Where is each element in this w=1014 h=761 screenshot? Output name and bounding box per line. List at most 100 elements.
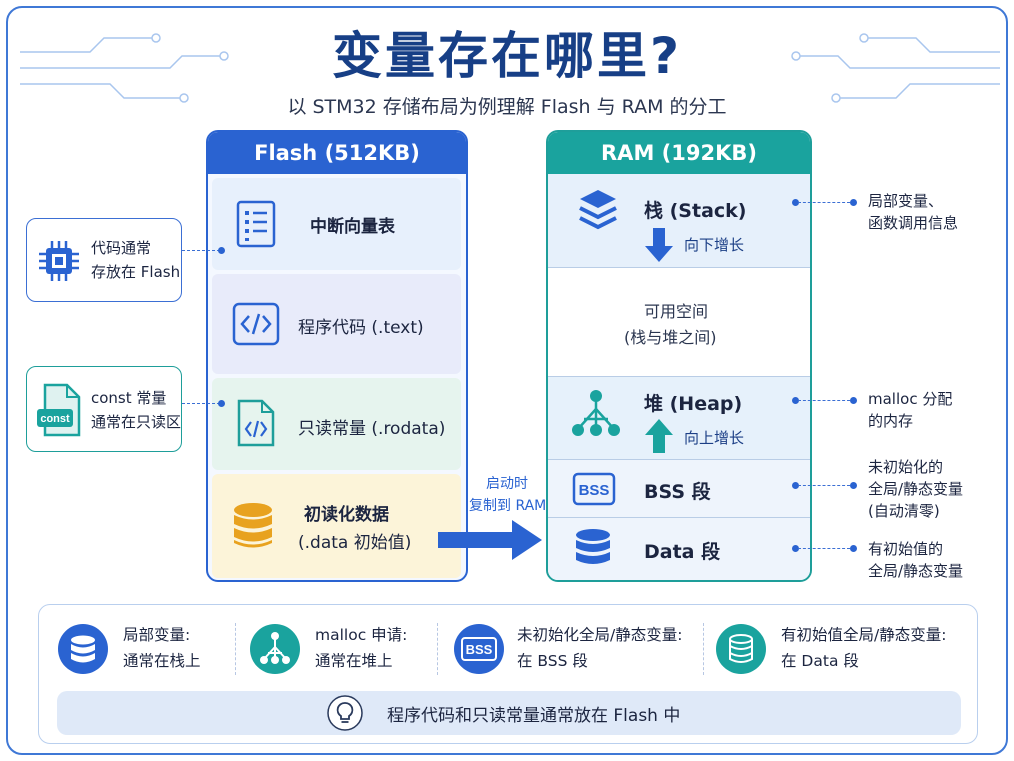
summary-line2: 在 BSS 段 bbox=[517, 652, 588, 670]
code-icon bbox=[232, 302, 280, 346]
connector-dot bbox=[792, 545, 799, 552]
ram-data-region: Data 段 bbox=[548, 518, 810, 580]
summary-line1: 有初始值全局/静态变量: bbox=[781, 626, 947, 644]
summary-divider bbox=[235, 623, 236, 675]
bss-badge: BSS bbox=[466, 642, 493, 657]
summary-item-data: 有初始值全局/静态变量: 在 Data 段 bbox=[715, 619, 975, 679]
layers-icon bbox=[579, 190, 617, 230]
connector-line bbox=[798, 202, 850, 203]
summary-line2: 在 Data 段 bbox=[781, 652, 859, 670]
summary-divider bbox=[703, 623, 704, 675]
connector-dot bbox=[218, 400, 225, 407]
connector-dot bbox=[792, 397, 799, 404]
note-const-readonly: const const 常量 通常在只读区 bbox=[26, 366, 182, 452]
flash-block-text: 程序代码 (.text) bbox=[212, 274, 461, 374]
copy-arrow-line1: 启动时 bbox=[486, 476, 528, 492]
heap-circle-icon bbox=[250, 624, 300, 674]
circuit-decoration-left bbox=[20, 33, 229, 103]
annotation-line: 函数调用信息 bbox=[868, 214, 959, 232]
stack-circle-icon bbox=[58, 624, 108, 674]
heap-label: 堆 (Heap) bbox=[644, 393, 743, 415]
connector-dot bbox=[850, 397, 857, 404]
connector-line bbox=[798, 548, 850, 549]
flash-block-label-line1: 初读化数据 bbox=[304, 505, 389, 525]
annotation-line: 全局/静态变量 bbox=[868, 562, 964, 580]
free-space-line2: (栈与堆之间) bbox=[624, 328, 717, 347]
arrow-up-icon bbox=[645, 419, 673, 453]
annotation-stack: 局部变量、 函数调用信息 bbox=[868, 190, 958, 234]
note-code-in-flash: 代码通常 存放在 Flash bbox=[26, 218, 182, 302]
summary-divider bbox=[437, 623, 438, 675]
heap-growth-label: 向上增长 bbox=[684, 429, 745, 447]
flash-block-label: 程序代码 (.text) bbox=[298, 318, 424, 338]
flash-column: Flash (512KB) 中断向量表 程序代码 (.text) 只读常量 (.… bbox=[206, 130, 468, 582]
annotation-line: malloc 分配 bbox=[868, 390, 953, 408]
annotation-line: 局部变量、 bbox=[868, 192, 944, 210]
annotation-data: 有初始值的 全局/静态变量 bbox=[868, 538, 963, 582]
code-file-icon bbox=[237, 399, 275, 447]
note-line1: 代码通常 bbox=[91, 239, 152, 257]
ram-free-space: 可用空间 (栈与堆之间) bbox=[548, 268, 810, 376]
tip-bar: 程序代码和只读常量通常放在 Flash 中 bbox=[57, 691, 961, 735]
annotation-line: (自动清零) bbox=[868, 502, 940, 520]
summary-item-stack: 局部变量: 通常在栈上 bbox=[57, 619, 247, 679]
summary-item-bss: BSS 未初始化全局/静态变量: 在 BSS 段 bbox=[453, 619, 713, 679]
connector-dot bbox=[850, 482, 857, 489]
summary-line1: 局部变量: bbox=[123, 626, 191, 644]
bss-label: BSS 段 bbox=[644, 481, 711, 503]
bss-circle-icon: BSS bbox=[454, 624, 504, 674]
database-icon bbox=[234, 503, 272, 548]
note-line2: 通常在只读区 bbox=[91, 413, 182, 431]
connector-line bbox=[182, 250, 220, 251]
summary-panel: 局部变量: 通常在栈上 malloc 申请: 通常在堆上 BSS 未初始化全局/… bbox=[38, 604, 978, 744]
ram-stack-region: 栈 (Stack) 向下增长 bbox=[548, 174, 810, 268]
summary-line2: 通常在堆上 bbox=[315, 652, 393, 670]
flash-block-rodata: 只读常量 (.rodata) bbox=[212, 378, 461, 470]
copy-arrow-icon bbox=[438, 520, 542, 560]
connector-line bbox=[798, 400, 850, 401]
annotation-line: 未初始化的 bbox=[868, 458, 944, 476]
chip-icon bbox=[39, 241, 79, 281]
svg-text:BSS: BSS bbox=[579, 482, 610, 499]
annotation-line: 的内存 bbox=[868, 412, 914, 430]
connector-dot bbox=[850, 199, 857, 206]
circuit-decoration-right bbox=[791, 33, 1000, 103]
connector-dot bbox=[792, 199, 799, 206]
connector-dot bbox=[218, 247, 225, 254]
database-icon bbox=[576, 529, 610, 564]
connector-line bbox=[182, 403, 220, 404]
connector-line bbox=[798, 485, 850, 486]
annotation-line: 有初始值的 bbox=[868, 540, 944, 558]
note-line2: 存放在 Flash bbox=[91, 263, 181, 281]
summary-line1: 未初始化全局/静态变量: bbox=[517, 626, 683, 644]
flash-block-vector-table: 中断向量表 bbox=[212, 178, 461, 270]
tree-network-icon bbox=[572, 390, 620, 436]
const-file-icon: const bbox=[37, 383, 81, 437]
ram-heap-region: 堆 (Heap) 向上增长 bbox=[548, 376, 810, 460]
lightbulb-icon bbox=[327, 695, 363, 731]
free-space-line1: 可用空间 bbox=[644, 302, 709, 321]
page-title: 变量存在哪里? bbox=[331, 27, 682, 85]
ram-column: RAM (192KB) 栈 (Stack) 向下增长 可用空间 (栈与堆之间) … bbox=[546, 130, 812, 582]
ram-bss-region: BSS BSS 段 bbox=[548, 460, 810, 518]
stack-growth-label: 向下增长 bbox=[684, 236, 745, 254]
connector-dot bbox=[792, 482, 799, 489]
flash-block-label: 中断向量表 bbox=[310, 217, 395, 237]
data-segment-label: Data 段 bbox=[644, 541, 721, 563]
list-document-icon bbox=[236, 200, 276, 248]
flash-block-data-init: 初读化数据 (.data 初始值) bbox=[212, 474, 461, 578]
const-badge: const bbox=[40, 413, 70, 425]
bss-icon: BSS bbox=[572, 472, 616, 506]
page-subtitle: 以 STM32 存储布局为例理解 Flash 与 RAM 的分工 bbox=[287, 96, 727, 118]
flash-header: Flash (512KB) bbox=[208, 132, 466, 174]
summary-line2: 通常在栈上 bbox=[123, 652, 201, 670]
annotation-line: 全局/静态变量 bbox=[868, 480, 964, 498]
flash-block-label-line2: (.data 初始值) bbox=[298, 533, 412, 553]
copy-arrow-line2: 复制到 RAM bbox=[469, 498, 547, 514]
annotation-heap: malloc 分配 的内存 bbox=[868, 388, 952, 432]
flash-block-label: 只读常量 (.rodata) bbox=[298, 419, 446, 439]
note-line1: const 常量 bbox=[91, 389, 167, 407]
summary-item-heap: malloc 申请: 通常在堆上 bbox=[249, 619, 439, 679]
annotation-bss: 未初始化的 全局/静态变量 (自动清零) bbox=[868, 456, 963, 522]
data-circle-icon bbox=[716, 624, 766, 674]
